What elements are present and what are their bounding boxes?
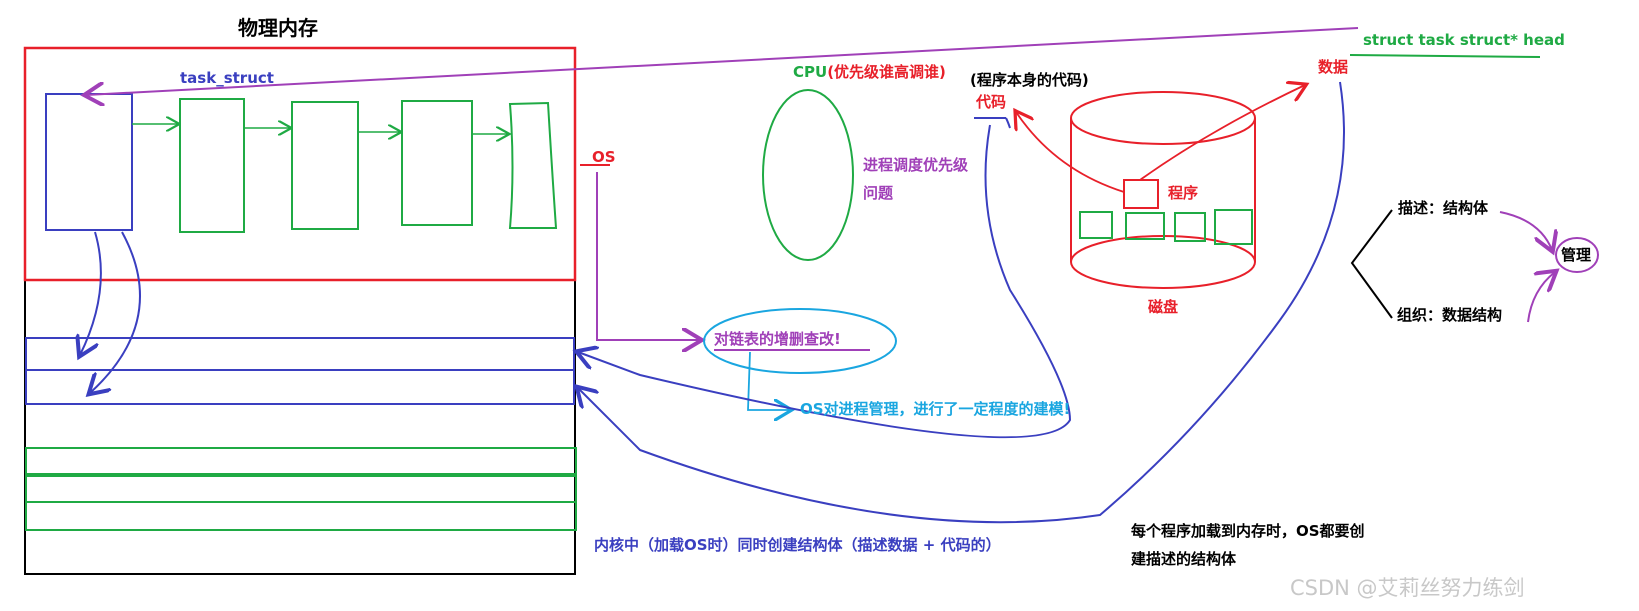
describe-label: 描述：结构体	[1398, 199, 1489, 217]
program-code-label: (程序本身的代码)	[970, 71, 1089, 89]
head-label: struct task struct* head	[1363, 31, 1565, 49]
data-label: 数据	[1318, 58, 1349, 76]
program-label: 程序	[1168, 184, 1199, 202]
task-struct-node-2	[179, 98, 245, 233]
head-pointer-arrow	[86, 27, 1359, 95]
schedule-label-1: 进程调度优先级	[863, 156, 969, 174]
disk-block-2	[1125, 212, 1165, 240]
memory-box	[24, 47, 576, 575]
organize-to-manage-arrow	[1527, 272, 1555, 323]
load-note-line-1: 每个程序加载到内存时，OS都要创	[1131, 522, 1365, 540]
disk-block-3	[1174, 212, 1206, 242]
disk-label: 磁盘	[1148, 298, 1179, 316]
struct-to-row-arrow-1	[80, 231, 102, 355]
task-struct-node-3	[291, 101, 359, 230]
memory-title: 物理内存	[238, 16, 318, 40]
os-model-label: OS对进程管理，进行了一定程度的建模!	[800, 400, 1071, 418]
code-load-arrow	[578, 124, 1072, 439]
os-label: OS	[592, 148, 616, 166]
manage-bracket	[1350, 209, 1393, 319]
cpu-ellipse	[762, 89, 854, 261]
cpu-label: CPU(优先级谁高调谁)	[793, 65, 946, 80]
program-box	[1123, 179, 1159, 209]
data-load-arrow	[578, 81, 1345, 524]
kernel-region	[23, 46, 577, 282]
task-struct-node-head	[45, 93, 133, 231]
memory-row-green-1	[25, 447, 577, 475]
head-underline	[1349, 54, 1541, 58]
cpu-text: CPU	[793, 63, 828, 81]
os-to-crud-line	[596, 172, 700, 340]
task-struct-node-4	[401, 100, 473, 226]
task-struct-node-5	[508, 101, 558, 229]
memory-row-green-2	[25, 475, 577, 503]
struct-to-row-arrow-2	[90, 231, 141, 393]
disk-block-1	[1079, 211, 1113, 239]
memory-row-blue-1	[25, 337, 575, 371]
memory-row-green-3	[25, 501, 577, 531]
kernel-note: 内核中（加载OS时）同时创建结构体（描述数据 + 代码的）	[594, 536, 1001, 554]
crud-ellipse	[703, 308, 897, 374]
disk-block-4	[1214, 209, 1253, 245]
disk-top	[1070, 91, 1256, 145]
schedule-label-2: 问题	[863, 184, 894, 202]
manage-label: 管理	[1561, 246, 1592, 264]
code-label: 代码	[976, 93, 1007, 111]
program-to-code-arrow	[1016, 112, 1125, 193]
program-to-data-arrow	[1139, 85, 1305, 181]
crud-to-model-arrow	[747, 351, 790, 410]
cpu-priority: (优先级谁高调谁)	[827, 63, 946, 81]
task-struct-label: task_struct	[180, 69, 274, 87]
describe-to-manage-arrow	[1499, 211, 1552, 250]
organize-label: 组织：数据结构	[1397, 306, 1503, 324]
watermark: CSDN @艾莉丝努力练剑	[1290, 576, 1525, 600]
load-note-line-2: 建描述的结构体	[1131, 550, 1237, 568]
crud-label: 对链表的增删查改!	[714, 330, 841, 348]
